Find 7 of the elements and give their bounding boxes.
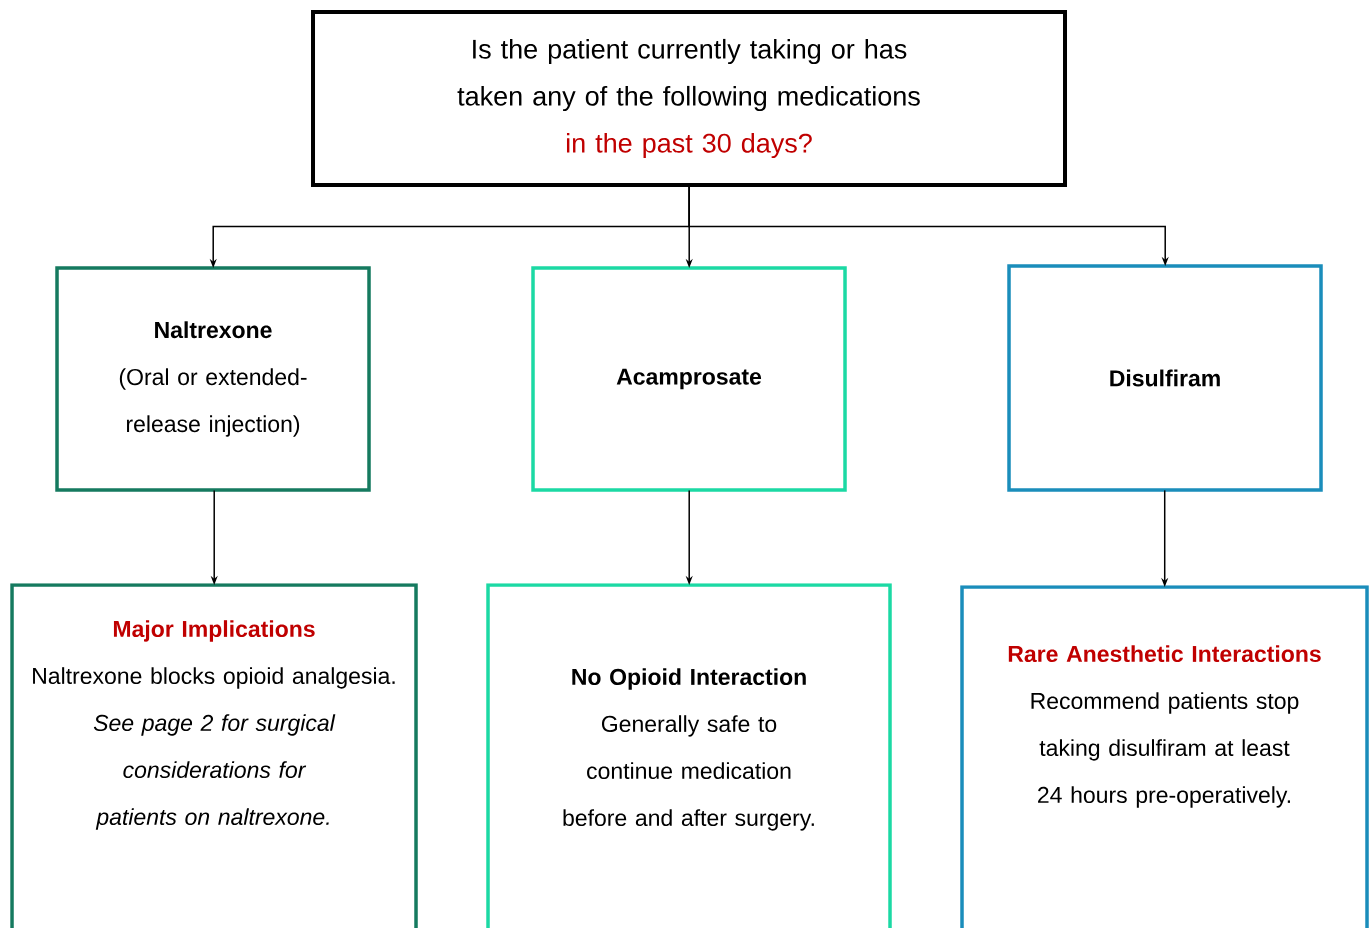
- outcome-box: Rare Anesthetic Interactions Recommend patients stop taking disulfiram at least 24 hours pre-operatively.: [960, 585, 1369, 928]
- medication-box: Disulfiram: [1007, 264, 1323, 492]
- outcome-box: No Opioid Interaction Generally safe to continue medication before and after surgery.: [486, 583, 892, 928]
- medication-box: Naltrexone (Oral or extended-release injection): [55, 266, 371, 492]
- question-box: Is the patient currently taking or has taken any of the following medications in the past 30 days?: [311, 10, 1067, 187]
- outcome-box: Major Implications Naltrexone blocks opioid analgesia. See page 2 for surgical considerations for patients on naltrexone.: [10, 583, 418, 928]
- medication-box: Acamprosate: [531, 266, 847, 492]
